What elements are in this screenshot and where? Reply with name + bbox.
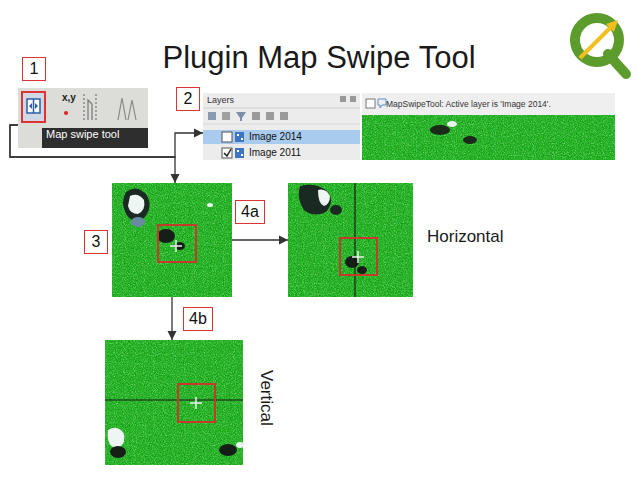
status-message: MapSwipeTool: Active layer is 'Image 201… xyxy=(386,97,551,111)
layer-name: Image 2014 xyxy=(249,130,302,144)
mode-label: Vertical xyxy=(256,370,276,426)
connector-arrow xyxy=(10,125,203,157)
connector-arrow xyxy=(10,125,180,183)
arrow-head xyxy=(194,129,203,138)
panel-title: Layers xyxy=(207,95,234,106)
layers-panel-icons xyxy=(203,93,360,160)
image-panel: 4aHorizontal xyxy=(288,183,413,297)
connector-line xyxy=(10,125,203,157)
toolbar-screenshot: 1x,yMap swipe tool xyxy=(18,88,148,148)
connector-arrow xyxy=(168,297,177,340)
tool-label: x,y xyxy=(62,92,76,104)
arrow-head xyxy=(168,331,177,340)
image-panel: 3 xyxy=(112,183,232,297)
satellite-image xyxy=(105,340,244,465)
callout-number: 4a xyxy=(235,200,265,224)
layers-panel: 2LayersImage 2014Image 2011 xyxy=(203,93,360,160)
connector-line xyxy=(10,125,175,183)
mode-label: Horizontal xyxy=(427,227,504,247)
tooltip-text: Map swipe tool xyxy=(42,128,148,148)
slide-title: Plugin Map Swipe Tool xyxy=(0,40,638,76)
qgis-logo xyxy=(575,18,626,74)
callout-number: 3 xyxy=(84,230,108,254)
layer-name: Image 2011 xyxy=(249,146,301,160)
map-canvas-panel: MapSwipeTool: Active layer is 'Image 201… xyxy=(362,93,615,160)
arrow-head xyxy=(279,236,288,245)
callout-number: 2 xyxy=(176,87,200,111)
callout-number: 4b xyxy=(183,307,213,331)
image-panel: 4bVertical xyxy=(105,340,243,465)
map-canvas-screenshot xyxy=(362,93,615,160)
satellite-image xyxy=(288,183,413,297)
arrow-head xyxy=(171,174,180,183)
connector-arrow xyxy=(232,236,288,245)
callout-number: 1 xyxy=(22,57,46,81)
satellite-image xyxy=(112,183,232,297)
toolbar-icons xyxy=(18,88,148,148)
